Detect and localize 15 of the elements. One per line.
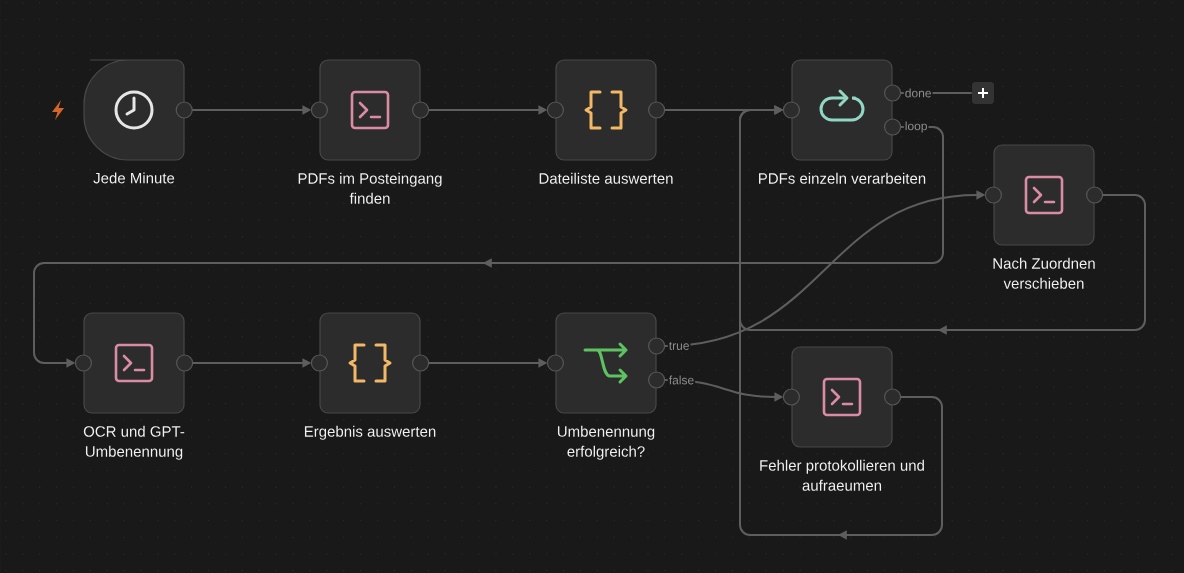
edge-label: true: [667, 341, 691, 351]
arrow: [739, 105, 943, 540]
node-label: Nach Zuordnen verschieben: [993, 257, 1095, 289]
node-label: OCR und GPT-Umbenennung: [83, 425, 185, 460]
node-label: Umbenennung erfolgreich?: [557, 425, 655, 460]
node-label: Jede Minute: [93, 172, 175, 184]
edge-label: loop: [903, 120, 929, 134]
node-label: Ergebnis auswerten: [304, 425, 436, 440]
arrow: [33, 126, 944, 368]
edge-label: done: [903, 87, 933, 99]
node-label: PDFs im Posteingang finden: [298, 172, 442, 204]
edge-label: false: [667, 374, 696, 386]
node-label: Dateiliste auswerten: [539, 172, 673, 184]
node-label: Fehler protokollieren und aufraeumen: [760, 459, 924, 491]
node-label: PDFs einzeln verarbeiten: [759, 172, 926, 184]
